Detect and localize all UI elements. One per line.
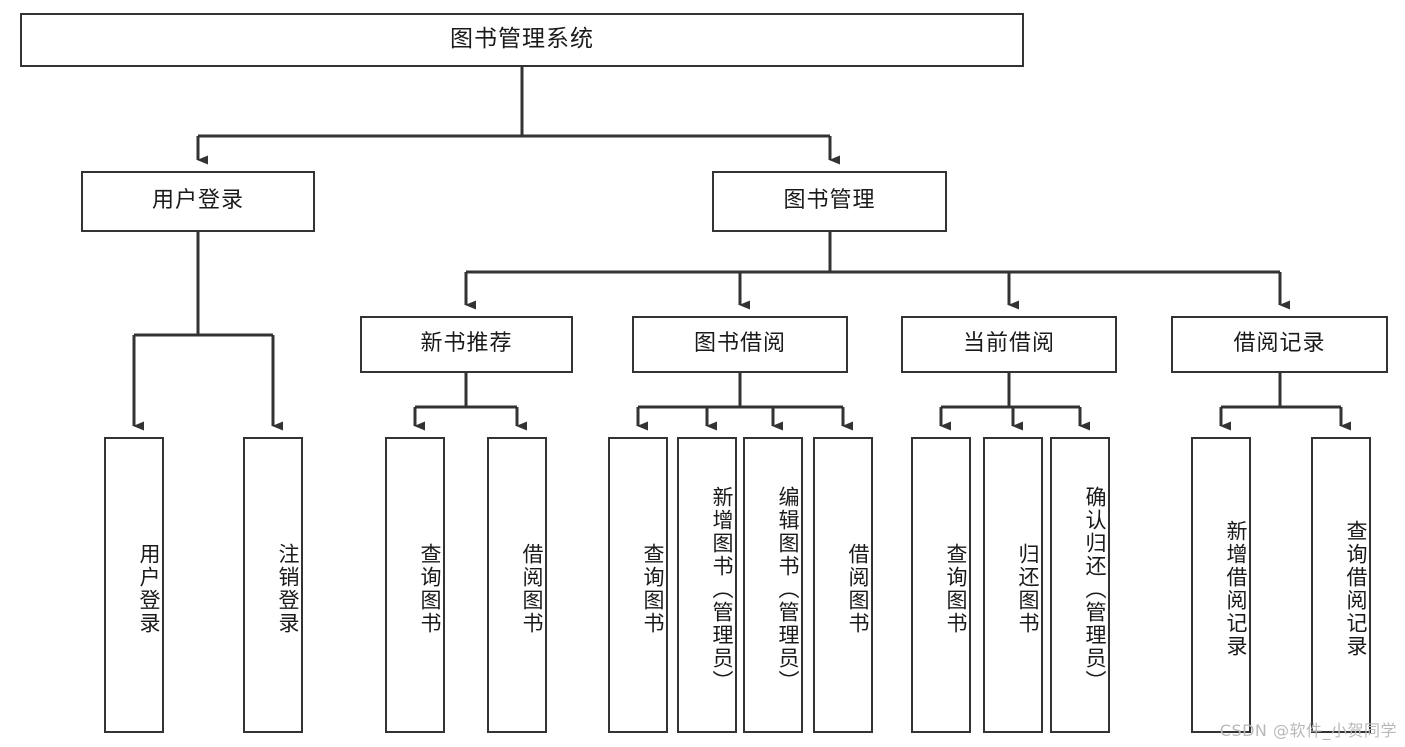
node-root-label: 图书管理系统	[450, 26, 594, 53]
edge-root-to-level1	[196, 67, 840, 165]
node-leaf-user-login-label: 用户登录	[137, 543, 161, 635]
node-leaf-add-book-admin[interactable]: 新增图书（管理员）	[677, 437, 737, 733]
node-book-borrow-label: 图书借阅	[693, 331, 786, 357]
node-leaf-borrow-book[interactable]: 借阅图书	[813, 437, 873, 733]
node-leaf-query-book-borrow[interactable]: 查询图书	[608, 437, 668, 733]
node-leaf-user-logout-label: 注销登录	[276, 543, 300, 635]
node-borrow-record[interactable]: 借阅记录	[1171, 316, 1388, 373]
node-leaf-query-book-current-label: 查询图书	[944, 543, 968, 635]
node-leaf-return-book[interactable]: 归还图书	[983, 437, 1043, 733]
node-user-login[interactable]: 用户登录	[81, 171, 315, 232]
node-current-borrow[interactable]: 当前借阅	[901, 316, 1117, 373]
node-leaf-confirm-return-admin-label: 确认归还（管理员）	[1083, 485, 1107, 693]
edge-book-management-to-level2	[464, 232, 1290, 310]
node-leaf-query-book-current[interactable]: 查询图书	[911, 437, 971, 733]
node-leaf-confirm-return-admin[interactable]: 确认归还（管理员）	[1050, 437, 1110, 733]
node-leaf-query-book-recommend-label: 查询图书	[418, 543, 442, 635]
watermark: CSDN @软件_小贺同学	[1219, 721, 1397, 740]
node-book-management[interactable]: 图书管理	[712, 171, 947, 232]
node-leaf-add-borrow-record-label: 新增借阅记录	[1224, 520, 1248, 658]
node-new-book-recommend[interactable]: 新书推荐	[360, 316, 573, 373]
node-leaf-return-book-label: 归还图书	[1016, 543, 1040, 635]
node-leaf-user-logout[interactable]: 注销登录	[243, 437, 303, 733]
node-leaf-borrow-book-recommend[interactable]: 借阅图书	[487, 437, 547, 733]
node-book-borrow[interactable]: 图书借阅	[632, 316, 848, 373]
node-leaf-user-login[interactable]: 用户登录	[104, 437, 164, 733]
node-user-login-label: 用户登录	[151, 188, 244, 214]
node-new-book-recommend-label: 新书推荐	[420, 331, 513, 357]
edge-borrow-record-to-leaves	[1219, 373, 1351, 431]
edge-new-book-recommend-to-leaves	[413, 373, 527, 431]
node-borrow-record-label: 借阅记录	[1233, 331, 1326, 357]
edge-current-borrow-to-leaves	[939, 373, 1090, 431]
edge-book-borrow-to-leaves	[636, 373, 853, 431]
node-book-management-label: 图书管理	[783, 188, 876, 214]
node-leaf-edit-book-admin-label: 编辑图书（管理员）	[776, 485, 800, 693]
edge-user-login-to-leaves	[132, 232, 283, 431]
node-leaf-add-book-admin-label: 新增图书（管理员）	[710, 485, 734, 693]
node-leaf-edit-book-admin[interactable]: 编辑图书（管理员）	[743, 437, 803, 733]
node-leaf-query-borrow-record[interactable]: 查询借阅记录	[1311, 437, 1371, 733]
node-current-borrow-label: 当前借阅	[962, 331, 1055, 357]
node-leaf-query-book-recommend[interactable]: 查询图书	[385, 437, 445, 733]
node-leaf-borrow-book-label: 借阅图书	[846, 543, 870, 635]
node-leaf-query-borrow-record-label: 查询借阅记录	[1344, 520, 1368, 658]
node-leaf-query-book-borrow-label: 查询图书	[641, 543, 665, 635]
node-root[interactable]: 图书管理系统	[20, 13, 1024, 67]
node-leaf-borrow-book-recommend-label: 借阅图书	[520, 543, 544, 635]
node-leaf-add-borrow-record[interactable]: 新增借阅记录	[1191, 437, 1251, 733]
